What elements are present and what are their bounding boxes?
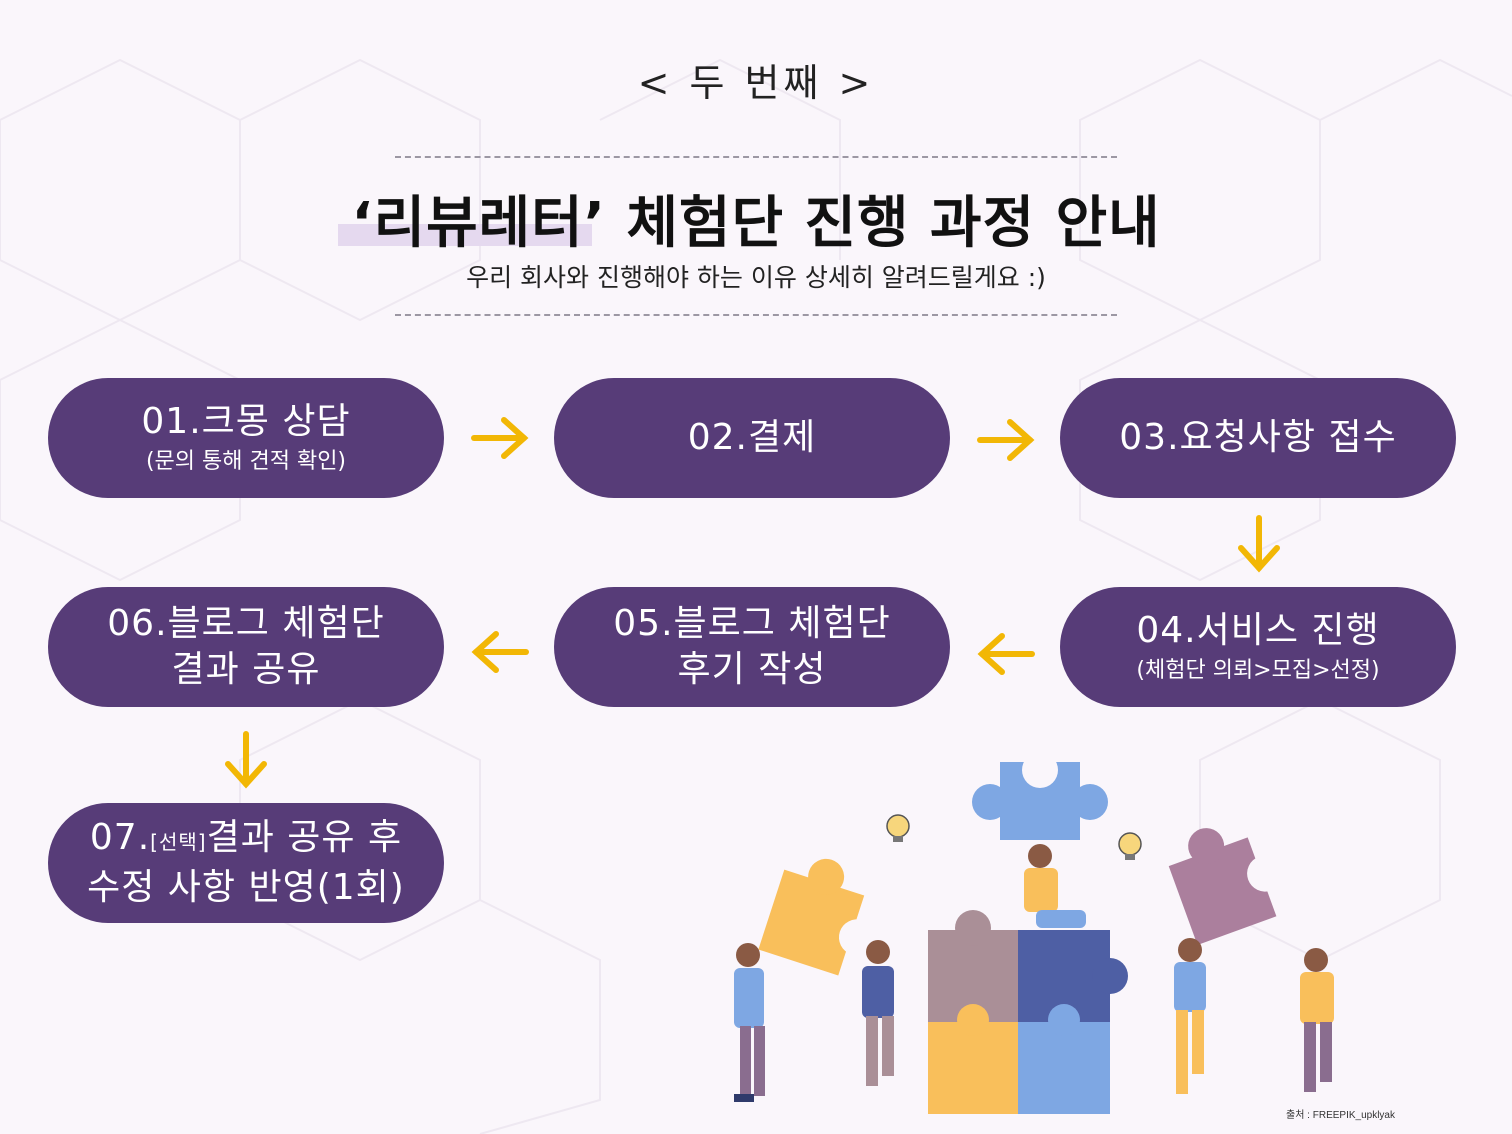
step-05: 05.블로그 체험단 후기 작성 xyxy=(554,587,950,707)
step-04-title: 04.서비스 진행 xyxy=(1136,610,1380,651)
step-05-title: 05.블로그 체험단 후기 작성 xyxy=(613,603,891,690)
person-left xyxy=(734,943,765,1102)
step-04-subtitle: (체험단 의뢰>모집>선정) xyxy=(1136,658,1380,683)
puzzle-pile xyxy=(928,910,1128,1114)
puzzle-piece-mauve xyxy=(1168,828,1284,946)
step-01-subtitle: (문의 통해 견적 확인) xyxy=(145,449,347,474)
step-01: 01.크몽 상담 (문의 통해 견적 확인) xyxy=(48,378,444,498)
arrow-down-icon xyxy=(225,731,267,789)
source-credit: 출처 : FREEPIK_upklyak xyxy=(1286,1110,1395,1121)
step-07-main: 결과 공유 후 xyxy=(206,817,403,858)
arrow-left-icon xyxy=(471,631,529,673)
lightbulb-icon xyxy=(886,814,910,842)
divider-top xyxy=(395,156,1117,158)
page-title: ‘리뷰레터’ 체험단 진행 과정 안내 xyxy=(351,191,1161,256)
lightbulb-icon xyxy=(1118,832,1142,860)
person-far-right xyxy=(1300,948,1334,1092)
puzzle-piece-yellow xyxy=(758,858,875,976)
page-subtitle: 우리 회사와 진행해야 하는 이유 상세히 알려드릴게요 :) xyxy=(466,263,1046,292)
person-center xyxy=(1024,844,1086,928)
step-06: 06.블로그 체험단 결과 공유 xyxy=(48,587,444,707)
step-07-prefix: 07. xyxy=(89,817,151,858)
arrow-right-icon xyxy=(471,417,529,459)
arrow-left-icon xyxy=(977,633,1035,675)
step-02-title: 02.결제 xyxy=(687,417,817,458)
step-04: 04.서비스 진행 (체험단 의뢰>모집>선정) xyxy=(1060,587,1456,707)
arrow-down-icon xyxy=(1238,515,1280,573)
step-03-title: 03.요청사항 접수 xyxy=(1119,417,1397,458)
title-highlight xyxy=(338,224,592,246)
step-03: 03.요청사항 접수 xyxy=(1060,378,1456,498)
step-07: 07.[선택]결과 공유 후 수정 사항 반영(1회) xyxy=(48,803,444,923)
step-07-title: 07.[선택]결과 공유 후 xyxy=(90,815,402,865)
step-06-title: 06.블로그 체험단 결과 공유 xyxy=(107,603,385,690)
step-01-title: 01.크몽 상담 xyxy=(141,401,351,442)
step-07-line2: 수정 사항 반영(1회) xyxy=(87,867,405,908)
section-label: < 두 번째 > xyxy=(637,61,875,105)
arrow-right-icon xyxy=(977,419,1035,461)
person-second xyxy=(862,940,894,1086)
step-02: 02.결제 xyxy=(554,378,950,498)
puzzle-teamwork-illustration xyxy=(734,752,1334,1114)
step-07-tag: [선택] xyxy=(150,830,207,854)
puzzle-piece-blue-top xyxy=(972,752,1108,840)
person-right xyxy=(1174,938,1206,1094)
divider-bottom xyxy=(395,314,1117,316)
